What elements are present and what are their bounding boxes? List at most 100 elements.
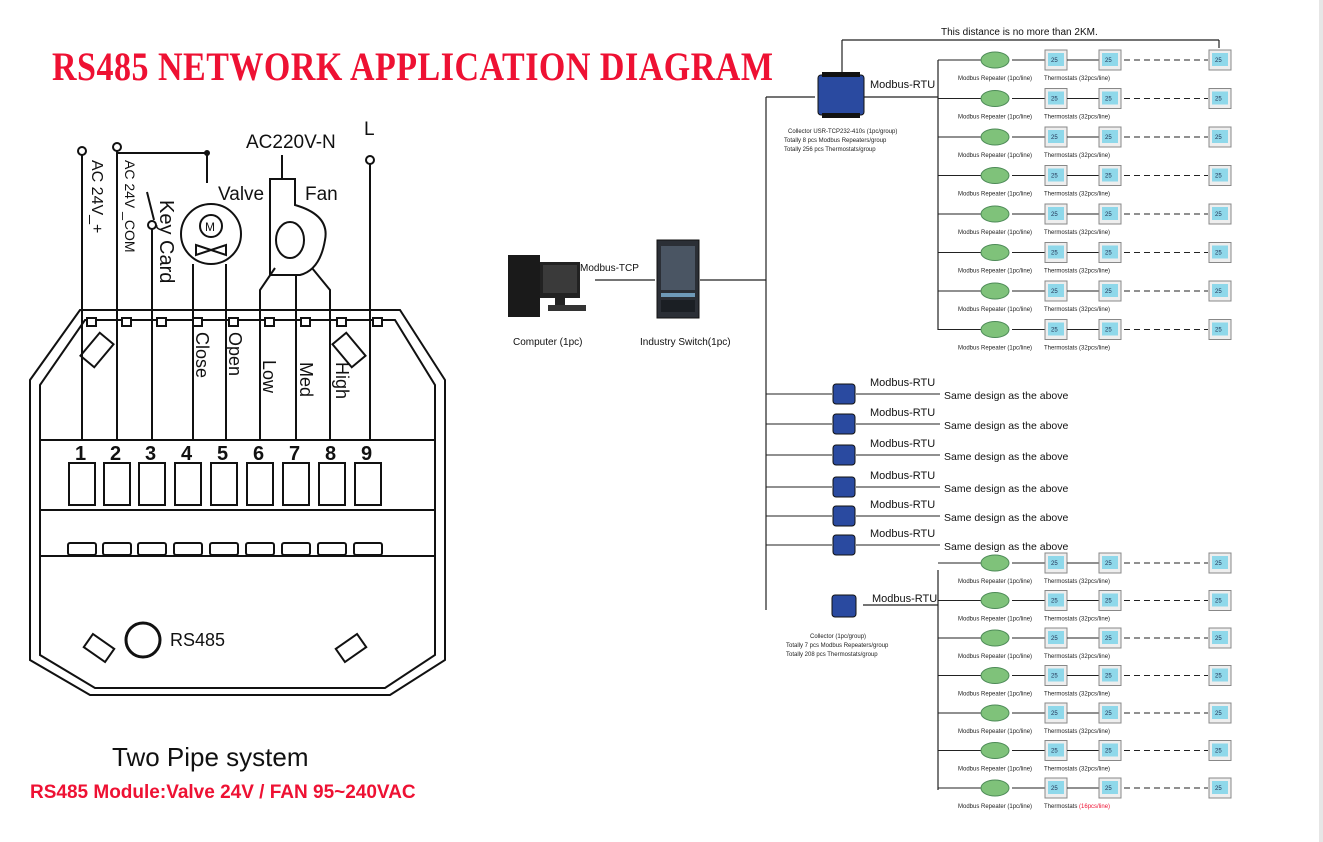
label-key-card: Key Card — [155, 200, 177, 283]
terminal-block — [246, 462, 274, 506]
thermostats-label: Thermostats (32pcs/line) — [1044, 76, 1110, 82]
terminal-pin — [121, 317, 132, 327]
repeater-label: Modbus Repeater (1pc/line) — [958, 579, 1032, 585]
system-name: Two Pipe system — [112, 742, 309, 772]
modbus-rtu-label: Modbus-RTU — [870, 438, 935, 450]
modbus-repeater-icon — [980, 321, 1010, 338]
terminal-block — [318, 462, 346, 506]
same-design-note: Same design as the above — [944, 483, 1068, 495]
repeater-label: Modbus Repeater (1pc/line) — [958, 617, 1032, 623]
thermostat-icon: 25 — [1044, 280, 1068, 302]
thermostat-display: 25 — [1215, 674, 1222, 680]
terminal-clamp — [67, 542, 97, 556]
thermostat-icon: 25 — [1208, 88, 1232, 109]
terminal-block — [138, 462, 166, 506]
modbus-repeater-icon — [980, 90, 1010, 107]
repeater-label: Modbus Repeater (1pc/line) — [958, 307, 1032, 313]
terminal-block — [68, 462, 96, 506]
thermostat-icon: 25 — [1098, 702, 1122, 724]
thermostats-label: Thermostats (32pcs/line) — [1044, 192, 1110, 198]
label-low: Low — [259, 360, 279, 394]
label-motor: M — [205, 220, 215, 234]
collector-info-line: Totally 8 pcs Modbus Repeaters/group — [784, 138, 887, 144]
modbus-rtu-label: Modbus-RTU — [870, 407, 935, 419]
label-live: L — [364, 119, 375, 140]
label-close: Close — [192, 332, 212, 378]
collector-icon — [832, 534, 856, 556]
computer-icon — [508, 255, 586, 317]
modbus-repeater-icon — [980, 51, 1010, 69]
thermostat-display: 25 — [1105, 174, 1112, 180]
same-design-note: Same design as the above — [944, 420, 1068, 432]
repeater-label: Modbus Repeater (1pc/line) — [958, 153, 1032, 159]
terminal-clamp — [317, 542, 347, 556]
thermostats-label-prefix: Thermostats — [1044, 804, 1079, 810]
modbus-repeater-icon — [980, 205, 1010, 223]
thermostat-display: 25 — [1105, 58, 1112, 64]
thermostat-display: 25 — [1215, 636, 1222, 642]
thermostat-icon: 25 — [1098, 552, 1122, 574]
thermostats-label: Thermostats (32pcs/line) — [1044, 115, 1110, 121]
modbus-rtu-label: Modbus-RTU — [870, 499, 935, 511]
thermostats-label: Thermostats (16pcs/line) — [1044, 804, 1110, 810]
thermostat-display: 25 — [1215, 599, 1222, 605]
modbus-tcp-label: Modbus-TCP — [580, 263, 639, 274]
modbus-rtu-label: Modbus-RTU — [870, 528, 935, 540]
terminal-block — [210, 462, 238, 506]
label-ac24-com: AC 24V _COM — [122, 160, 138, 253]
thermostat-display: 25 — [1105, 289, 1112, 295]
thermostat-display: 25 — [1105, 561, 1112, 567]
collector-info-line: Totally 7 pcs Modbus Repeaters/group — [786, 643, 889, 649]
thermostats-label: Thermostats (32pcs/line) — [1044, 269, 1110, 275]
thermostat-icon: 25 — [1208, 319, 1232, 340]
collector-info-line: Totally 208 pcs Thermostats/group — [786, 652, 878, 658]
terminal-block — [103, 462, 131, 506]
thermostat-display: 25 — [1051, 174, 1058, 180]
thermostat-display: 25 — [1105, 251, 1112, 257]
modbus-repeater-icon — [980, 629, 1010, 647]
repeater-label: Modbus Repeater (1pc/line) — [958, 230, 1032, 236]
terminal-clamp — [353, 542, 383, 556]
thermostat-display: 25 — [1051, 786, 1058, 792]
terminal-block — [354, 462, 382, 506]
thermostat-icon: 25 — [1098, 665, 1122, 686]
thermostat-display: 25 — [1215, 174, 1222, 180]
terminal-number: 1 — [75, 443, 86, 465]
repeater-label: Modbus Repeater (1pc/line) — [958, 192, 1032, 198]
collector-icon — [832, 476, 856, 498]
thermostat-icon: 25 — [1208, 49, 1232, 71]
thermostats-label: Thermostats (32pcs/line) — [1044, 153, 1110, 159]
repeater-label: Modbus Repeater (1pc/line) — [958, 269, 1032, 275]
thermostats-label: Thermostats (32pcs/line) — [1044, 692, 1110, 698]
label-rs485: RS485 — [170, 630, 225, 650]
thermostat-icon: 25 — [1098, 203, 1122, 225]
thermostat-icon: 25 — [1044, 627, 1068, 649]
thermostat-housing — [29, 309, 446, 696]
thermostat-icon: 25 — [1208, 590, 1232, 611]
repeater-label: Modbus Repeater (1pc/line) — [958, 76, 1032, 82]
thermostat-icon: 25 — [1098, 88, 1122, 109]
terminal-number: 7 — [289, 443, 300, 465]
distance-note: This distance is no more than 2KM. — [941, 27, 1098, 38]
thermostat-display: 25 — [1105, 636, 1112, 642]
thermostat-display: 25 — [1105, 749, 1112, 755]
modbus-repeater-icon — [980, 244, 1010, 261]
repeater-label: Modbus Repeater (1pc/line) — [958, 767, 1032, 773]
thermostat-icon: 25 — [1044, 165, 1068, 186]
terminal-block — [174, 462, 202, 506]
modbus-repeater-icon — [980, 779, 1010, 797]
modbus-repeater-icon — [980, 742, 1010, 759]
thermostat-icon: 25 — [1044, 319, 1068, 340]
thermostat-display: 25 — [1215, 212, 1222, 218]
terminal-pin — [372, 317, 383, 327]
thermostat-icon: 25 — [1044, 740, 1068, 761]
thermostat-icon: 25 — [1208, 203, 1232, 225]
thermostat-display: 25 — [1215, 711, 1222, 717]
thermostat-display: 25 — [1215, 328, 1222, 334]
thermostat-icon: 25 — [1044, 552, 1068, 574]
collector-icon — [832, 444, 856, 466]
fan-symbol — [269, 178, 327, 276]
thermostat-icon: 25 — [1098, 126, 1122, 148]
thermostat-icon: 25 — [1208, 665, 1232, 686]
